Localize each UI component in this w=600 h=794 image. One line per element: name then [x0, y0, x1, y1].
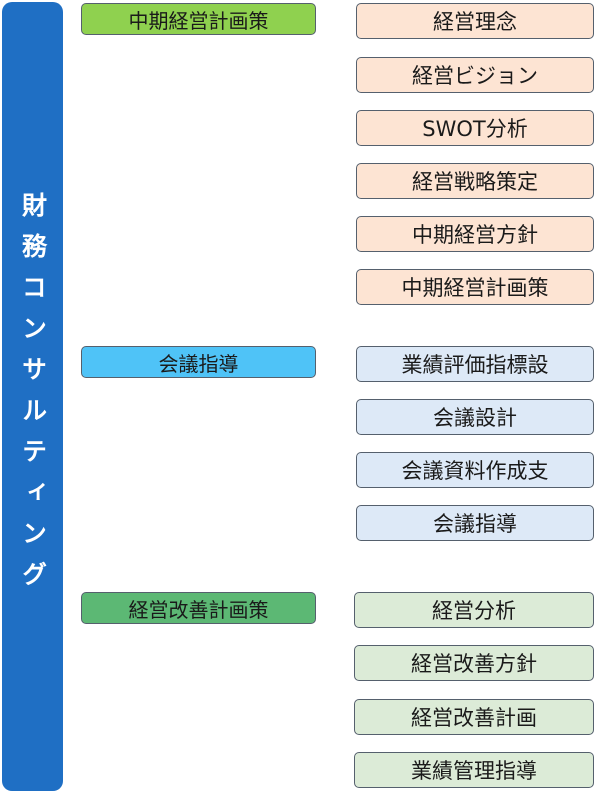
side-label: 財務コンサルティング — [18, 191, 48, 602]
category-box-mid-term-plan: 中期経営計画策 — [81, 3, 316, 35]
item-box: 経営戦略策定 — [356, 163, 594, 199]
item-box: 業績評価指標設 — [356, 346, 594, 382]
category-box-management-improvement: 経営改善計画策 — [81, 592, 316, 624]
item-box: 中期経営方針 — [356, 216, 594, 252]
item-box: 会議設計 — [356, 399, 594, 435]
item-box: 経営改善計画 — [354, 699, 594, 735]
item-box: 経営分析 — [354, 592, 594, 628]
item-box: 経営理念 — [356, 3, 594, 39]
item-box: 中期経営計画策 — [356, 269, 594, 305]
item-box: 経営ビジョン — [356, 57, 594, 93]
item-box: 会議資料作成支 — [356, 452, 594, 488]
side-label-bar: 財務コンサルティング — [2, 2, 63, 791]
category-box-meeting-guidance: 会議指導 — [81, 346, 316, 378]
item-box: SWOT分析 — [356, 110, 594, 146]
item-box: 経営改善方針 — [354, 645, 594, 681]
item-box: 会議指導 — [356, 505, 594, 541]
item-box: 業績管理指導 — [354, 752, 594, 788]
